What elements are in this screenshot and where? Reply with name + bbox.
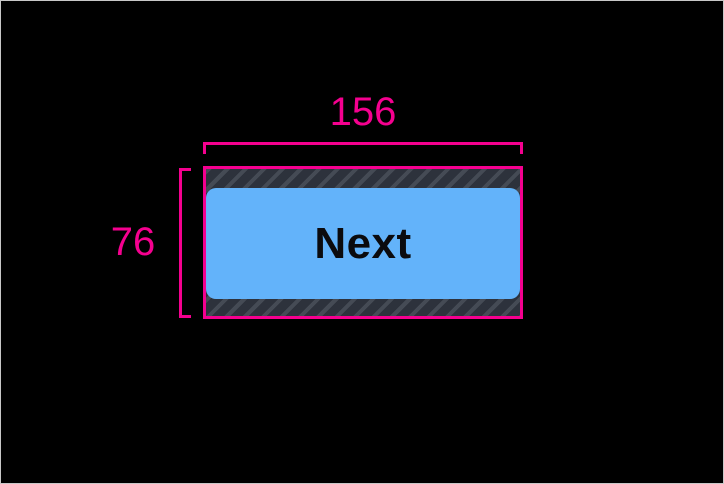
width-dimension-bracket: [203, 142, 523, 154]
touch-target-region[interactable]: Next: [203, 166, 523, 319]
next-button[interactable]: Next: [206, 188, 520, 299]
height-dimension-label: 76: [110, 220, 156, 264]
height-dimension-bracket: [179, 168, 191, 318]
width-dimension-label: 156: [329, 90, 397, 134]
